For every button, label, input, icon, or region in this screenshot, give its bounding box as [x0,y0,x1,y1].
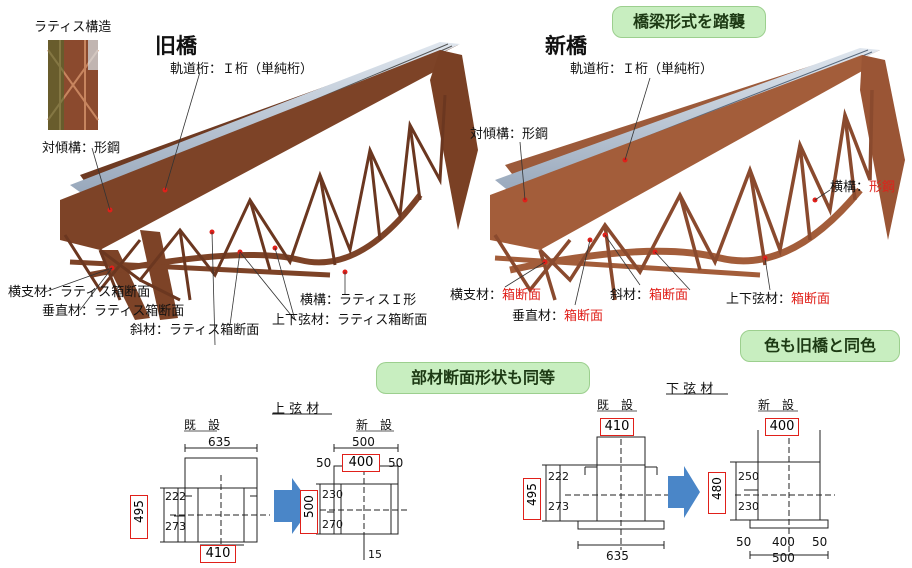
upper-old-h2-label: 222 [165,490,186,503]
lower-old-width: 635 [606,549,629,563]
upper-new-h2: 230 [322,488,343,501]
photo-caption: ラティス構造 [34,20,112,35]
old-chords-label: 上下弦材：ラティス箱断面 [272,313,428,328]
old-bridge-model [44,42,478,346]
lower-new-h2: 250 [738,470,759,483]
same-section-callout: 部材断面形状も同等 [376,362,590,394]
upper-new-total: 500 [352,435,375,449]
lower-old-top-box: 410 [600,418,634,436]
same-color-callout: 色も旧橋と同色 [740,330,900,362]
upper-chord-title: 上 弦 材 [272,402,320,417]
upper-new-label: 新 設 [356,418,393,432]
lower-old-h2: 273 [548,500,569,513]
old-vertical-label: 垂直材：ラティス箱断面 [42,304,185,319]
arrow-upper [274,478,312,534]
upper-old-h1: 273 [165,520,186,533]
arrow-lower [668,466,700,518]
old-rail-girder-label: 軌道桁：Ｉ桁（単純桁） [170,62,314,77]
new-chords-label: 上下弦材：箱断面 [726,292,831,307]
new-sway-brace-label: 対傾構：形鋼 [470,127,549,142]
lower-new-mid: 400 [772,535,795,549]
upper-new-left: 50 [316,456,332,470]
lower-new-height-box: 480 [708,472,726,514]
lower-new-top-box: 400 [765,418,799,436]
old-lateral-strut-label: 横支材：ラティス箱断面 [8,285,151,300]
new-rail-girder-label: 軌道桁：Ｉ桁（単純桁） [570,62,714,77]
section-drawings [160,430,835,560]
upper-old-width: 635 [208,435,231,449]
upper-new-mid-box: 400 [342,454,380,472]
old-lateral-brace-label: 横構：ラティスＩ形 [300,293,417,308]
old-bridge-title: 旧橋 [155,34,197,58]
upper-old-flange-box: 410 [200,545,236,563]
lower-old-height-box: 495 [523,478,541,520]
upper-new-h1: 270 [322,518,343,531]
new-diagonal-label: 斜材：箱断面 [610,288,689,303]
upper-new-right: 50 [388,456,404,470]
new-bridge-model [490,48,905,306]
lower-new-label: 新 設 [758,398,795,412]
lower-new-left: 50 [736,535,752,549]
lower-new-h1: 230 [738,500,759,513]
upper-old-height-box: 495 [130,495,148,539]
new-bridge-title: 新橋 [545,34,587,58]
lower-new-right: 50 [812,535,828,549]
upper-new-height-box: 500 [300,490,318,534]
lower-existing-label: 既 設 [597,398,634,412]
lower-chord-title: 下 弦 材 [666,382,714,397]
new-lateral-brace-label: 横構：形鋼 [830,180,896,195]
new-vertical-label: 垂直材：箱断面 [512,309,604,324]
lower-old-h1: 222 [548,470,569,483]
type-follow-callout: 橋梁形式を踏襲 [612,6,766,38]
new-lateral-strut-label: 横支材：箱断面 [450,288,542,303]
old-sway-brace-label: 対傾構：形鋼 [42,141,121,156]
lower-new-total: 500 [772,551,795,565]
upper-new-bottom: 15 [368,548,382,561]
upper-existing-label: 既 設 [184,418,221,432]
old-diagonal-label: 斜材：ラティス箱断面 [130,323,260,338]
